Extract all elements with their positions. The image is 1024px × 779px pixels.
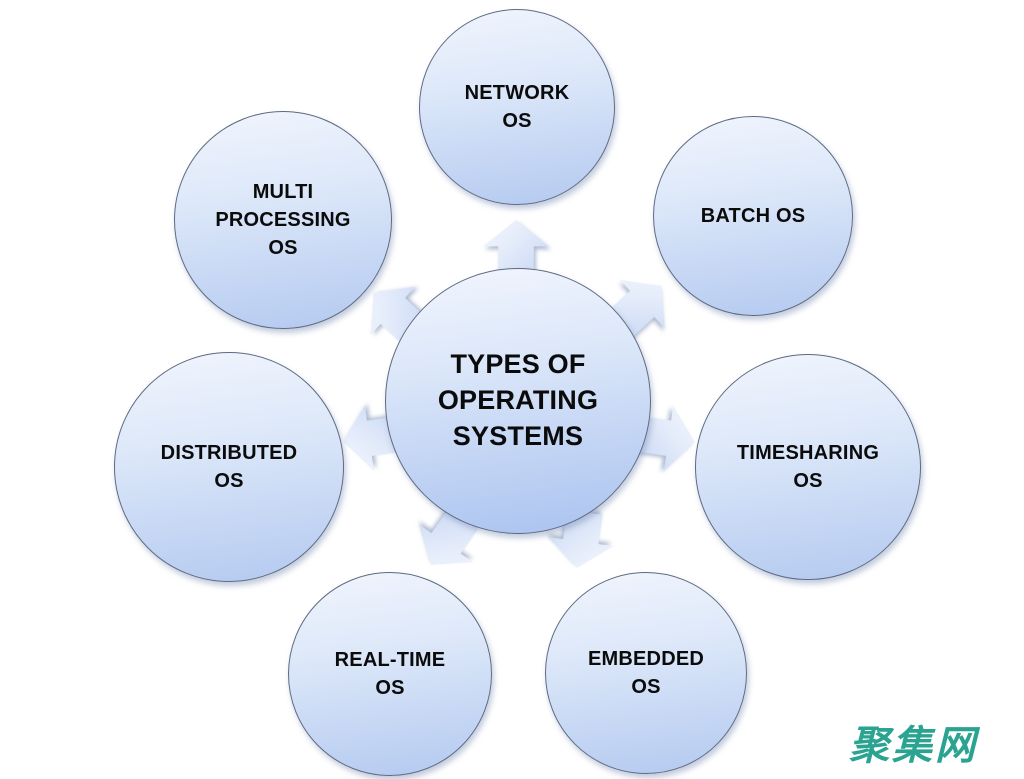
node-center-title: TYPES OF OPERATING SYSTEMS <box>385 268 651 534</box>
node-distributed-os-label: DISTRIBUTED OS <box>160 442 298 492</box>
node-network-os: NETWORK OS <box>419 9 615 205</box>
diagram-title: TYPES OF OPERATING SYSTEMS <box>437 349 599 451</box>
node-multi-processing-os: MULTI PROCESSING OS <box>174 111 392 329</box>
up-arrow-icon <box>483 220 549 276</box>
node-distributed-os: DISTRIBUTED OS <box>114 352 344 582</box>
node-embedded-os-label: EMBEDDED OS <box>587 648 705 698</box>
node-timesharing-os: TIMESHARING OS <box>695 354 921 580</box>
node-timesharing-os-label: TIMESHARING OS <box>736 442 880 492</box>
node-multi-processing-os-label: MULTI PROCESSING OS <box>215 181 351 259</box>
node-network-os-label: NETWORK OS <box>464 82 570 132</box>
node-batch-os-label: BATCH OS <box>700 205 806 227</box>
node-real-time-os-label: REAL-TIME OS <box>334 649 446 699</box>
node-embedded-os: EMBEDDED OS <box>545 572 747 774</box>
watermark-text: 聚集网 <box>849 724 978 768</box>
node-batch-os: BATCH OS <box>653 116 853 316</box>
node-real-time-os: REAL-TIME OS <box>288 572 492 776</box>
